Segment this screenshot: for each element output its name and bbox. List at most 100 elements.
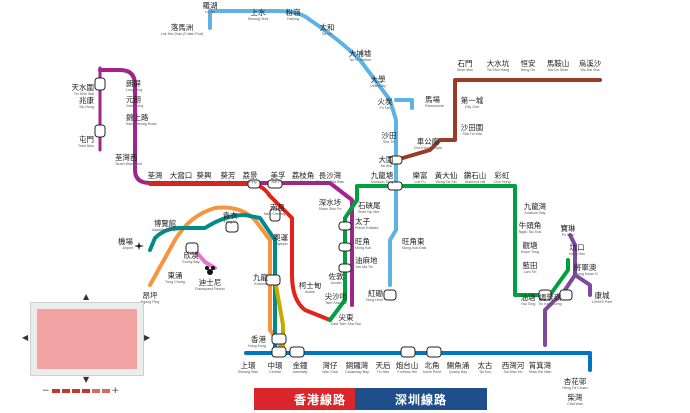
minimap[interactable] — [30, 302, 144, 376]
zoom-level-bar[interactable] — [51, 389, 110, 393]
zoom-step[interactable] — [71, 389, 80, 393]
pan-right-arrow[interactable]: ▶ — [144, 333, 151, 342]
pan-down-arrow[interactable]: ▼ — [83, 375, 90, 384]
zoom-step[interactable] — [91, 389, 100, 393]
interchange-tin-shui-wai[interactable] — [94, 77, 106, 91]
interchange-tsing-yi[interactable] — [225, 221, 239, 233]
interchange-sunny-bay[interactable] — [185, 242, 199, 254]
interchange-tai-wai[interactable] — [389, 155, 403, 165]
interchange-prince-edward[interactable] — [338, 221, 352, 231]
interchange-yau-tong[interactable] — [538, 289, 552, 301]
zoom-step[interactable] — [61, 389, 70, 393]
minimap-viewport[interactable] — [37, 309, 137, 369]
tab-shenzhen-routes[interactable]: 深圳線路 — [355, 388, 487, 410]
zoom-out-button[interactable]: − — [42, 386, 50, 396]
pan-left-arrow[interactable]: ◀ — [22, 333, 29, 342]
interchange-hong-kong[interactable] — [271, 333, 287, 345]
interchange-yau-ma-tei[interactable] — [338, 263, 352, 273]
interchange-lai-king[interactable] — [247, 179, 261, 189]
interchange-kowloon-tong[interactable] — [387, 181, 403, 191]
interchange-nam-cheong[interactable] — [269, 208, 281, 222]
zoom-step[interactable] — [81, 389, 90, 393]
interchange-north-point[interactable] — [400, 346, 416, 358]
interchange-quarry-bay[interactable] — [426, 346, 442, 358]
interchange-mong-kok[interactable] — [338, 242, 352, 252]
interchange-central[interactable] — [271, 346, 287, 358]
zoom-step[interactable] — [101, 389, 110, 393]
interchange-mei-foo[interactable] — [267, 179, 283, 189]
tab-hong-kong-routes[interactable]: 香港線路 — [254, 388, 386, 410]
